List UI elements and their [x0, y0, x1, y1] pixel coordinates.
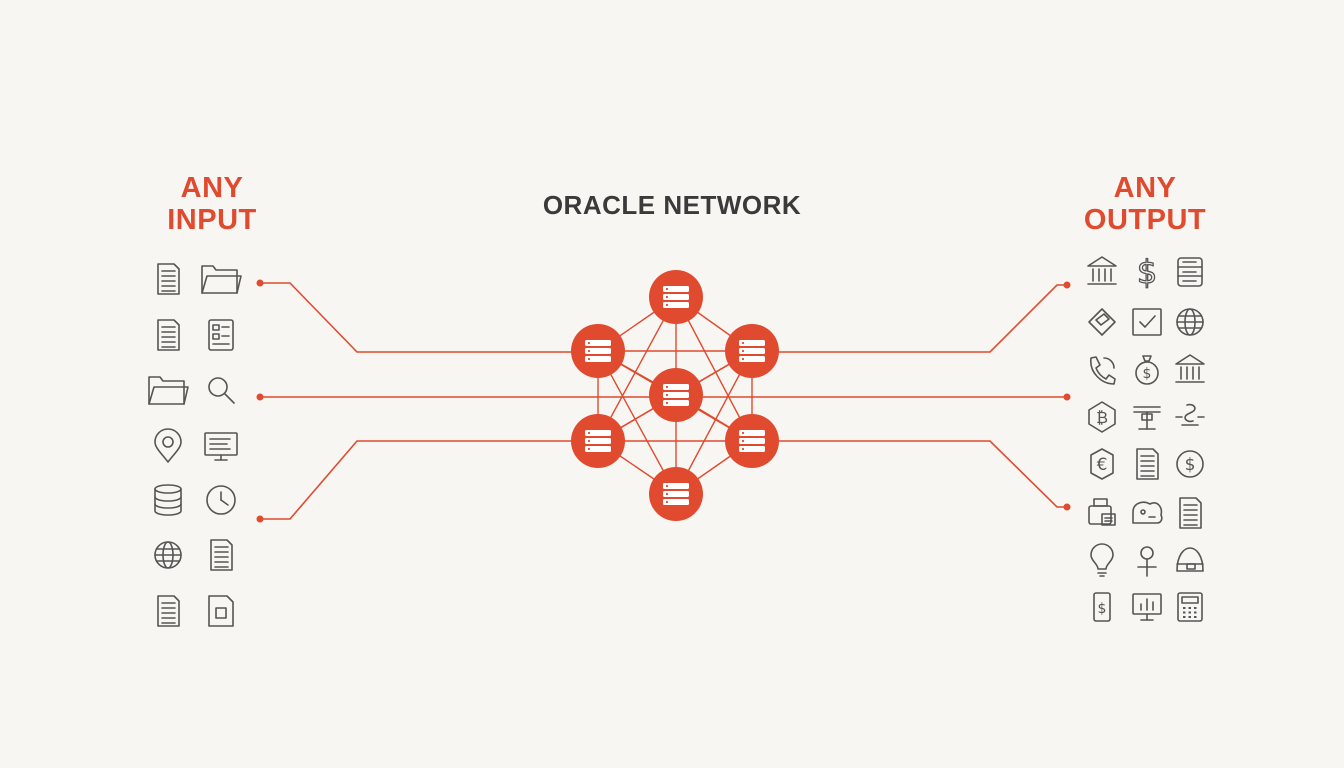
globe-icon — [154, 541, 182, 569]
monitor-chart-icon — [1132, 593, 1162, 621]
document-icon — [1136, 448, 1159, 480]
checkbox-icon — [1132, 308, 1162, 336]
file-icon — [208, 595, 234, 627]
output-heading: ANY OUTPUT — [1055, 172, 1235, 236]
clock-icon — [206, 485, 236, 515]
calculator-icon — [1177, 592, 1203, 622]
table-icon — [1133, 406, 1161, 430]
oracle-nodes — [571, 270, 779, 521]
output-heading-line2: OUTPUT — [1083, 204, 1207, 236]
left-connector-bottom-dot — [256, 515, 264, 523]
server-icon — [663, 483, 689, 505]
output-heading-line1: ANY — [1113, 172, 1177, 204]
server-icon — [739, 430, 765, 452]
server-icon — [585, 430, 611, 452]
form-icon — [208, 319, 234, 351]
right-connector-bottom-dot — [1063, 503, 1071, 511]
chain-icon — [1175, 403, 1205, 426]
input-heading-line1: ANY — [180, 172, 244, 204]
connector-lines — [256, 279, 1071, 523]
left-connector-bottom — [260, 440, 598, 520]
globe-icon — [1176, 308, 1204, 336]
document-icon — [210, 539, 233, 571]
diamond-icon — [1088, 308, 1116, 336]
lightbulb-icon — [1090, 543, 1114, 577]
left-connector-top-dot — [256, 279, 264, 287]
document-icon — [157, 319, 180, 351]
dollar-icon: $ — [1136, 252, 1158, 291]
input-icon-grid — [148, 263, 242, 627]
svg-text:$: $ — [1143, 366, 1152, 382]
svg-text:₿: ₿ — [1096, 408, 1108, 427]
bag-icon — [1176, 547, 1204, 572]
server-icon — [1177, 257, 1203, 287]
printer-icon — [1088, 498, 1116, 526]
svg-text:$: $ — [1185, 455, 1196, 475]
mesh-link-top-lr — [675, 296, 753, 442]
document-icon — [1179, 497, 1202, 529]
search-icon — [208, 377, 235, 404]
oracle-node-ur — [725, 324, 779, 378]
server-icon — [663, 384, 689, 406]
document-icon — [157, 263, 180, 295]
folder-icon — [201, 265, 242, 294]
bank-icon — [1087, 256, 1117, 285]
svg-text:$: $ — [1098, 601, 1107, 617]
monitor-icon — [204, 432, 238, 461]
person-icon — [1137, 546, 1157, 577]
input-heading-line2: INPUT — [167, 204, 257, 236]
right-connector-bottom — [752, 440, 1067, 508]
server-icon — [585, 340, 611, 362]
oracle-node-bottom — [649, 467, 703, 521]
database-icon — [154, 484, 182, 516]
dollar-coin-icon: $ — [1176, 450, 1204, 478]
input-heading: ANY INPUT — [122, 172, 302, 236]
mesh-link-top-ll — [597, 296, 677, 442]
mesh-link-ul-bottom — [597, 350, 677, 495]
server-icon — [663, 286, 689, 308]
phone-dollar-icon: $ — [1093, 592, 1111, 622]
svg-text:$: $ — [1137, 253, 1157, 291]
location-pin-icon — [154, 428, 182, 463]
right-connector-top-dot — [1063, 281, 1071, 289]
left-connector-middle-dot — [256, 393, 264, 401]
document-icon — [157, 595, 180, 627]
output-icon-grid: $ $ ₿ € $ $ — [1087, 252, 1205, 622]
oracle-node-center — [649, 368, 703, 422]
cloud-icon — [1132, 501, 1163, 524]
coin-bag-icon: $ — [1135, 355, 1159, 385]
oracle-node-lr — [725, 414, 779, 468]
oracle-node-ul — [571, 324, 625, 378]
right-connector-middle-dot — [1063, 393, 1071, 401]
bitcoin-icon: ₿ — [1088, 401, 1116, 433]
bank-icon — [1175, 354, 1205, 383]
right-connector-top — [752, 284, 1067, 353]
left-connector-top — [260, 282, 598, 353]
svg-text:€: € — [1097, 455, 1108, 475]
phone-icon — [1090, 356, 1116, 385]
oracle-node-ll — [571, 414, 625, 468]
server-icon — [739, 340, 765, 362]
folder-icon — [148, 376, 189, 405]
oracle-node-top — [649, 270, 703, 324]
euro-icon: € — [1090, 448, 1114, 480]
diagram-title: ORACLE NETWORK — [542, 190, 802, 220]
